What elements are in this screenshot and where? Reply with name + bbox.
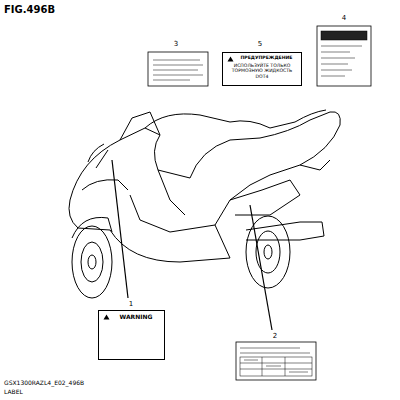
leader-line bbox=[250, 205, 272, 330]
warning-label: ПРЕДУПРЕЖДЕНИЕ ИСПОЛЬЗУЙТЕ ТОЛЬКО ТОРМОЗН… bbox=[222, 52, 302, 86]
figure-caption: LABEL bbox=[4, 389, 23, 395]
label-heading: ПРЕДУПРЕЖДЕНИЕ bbox=[226, 55, 298, 61]
label-body: ИСПОЛЬЗУЙТЕ ТОЛЬКО ТОРМОЗНУЮ ЖИДКОСТЬ DO… bbox=[226, 63, 298, 80]
label-sticker bbox=[236, 342, 316, 380]
label-sticker bbox=[148, 52, 208, 86]
figure-title: FIG.496B bbox=[4, 5, 55, 15]
label-heading: WARNING bbox=[102, 313, 161, 321]
warning-icon bbox=[103, 314, 110, 320]
callout-number: 5 bbox=[258, 41, 262, 48]
warning-icon bbox=[227, 56, 234, 62]
callout-number: 1 bbox=[129, 301, 133, 308]
callout-number: 4 bbox=[342, 15, 346, 22]
warning-icon bbox=[228, 57, 234, 62]
table-lines bbox=[240, 348, 312, 376]
text-lines bbox=[321, 31, 367, 76]
text-lines bbox=[153, 60, 203, 80]
leader-line bbox=[112, 160, 128, 298]
warning-label: WARNING bbox=[98, 310, 165, 360]
motorcycle bbox=[69, 110, 340, 298]
callout-number: 2 bbox=[273, 333, 277, 340]
label-sticker bbox=[317, 26, 371, 86]
warning-icon bbox=[104, 315, 110, 320]
callout-number: 3 bbox=[174, 41, 178, 48]
drawing-code: GSX1300RAZL4_E02_496B bbox=[4, 380, 84, 386]
